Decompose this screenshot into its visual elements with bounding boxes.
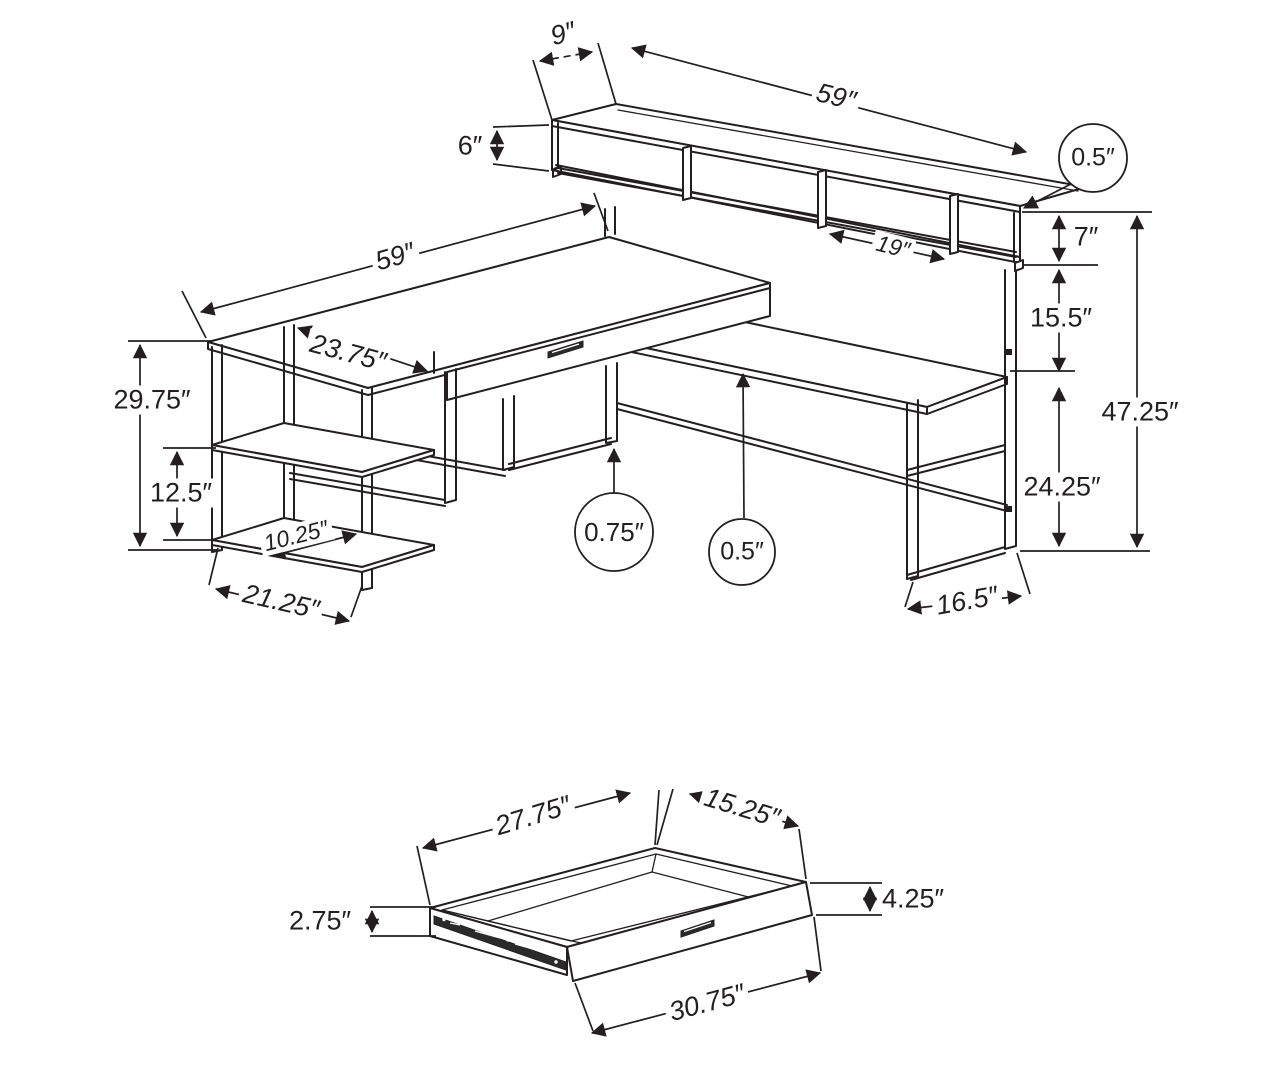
dim-drawer-front-height-label: 4.25″	[877, 884, 949, 914]
dim-frame-thickness-label: 0.75″	[584, 517, 644, 547]
drawer-view	[364, 788, 882, 1037]
dim-shelf-spacing-label: 12.5″	[145, 478, 217, 508]
dim-hutch-top-thickness-label: 0.5″	[1071, 143, 1115, 172]
dim-hutch-clearance-label: 15.5″	[1025, 303, 1097, 333]
drawer-box	[429, 847, 813, 982]
dim-hutch-upper-height-label: 6″	[453, 131, 487, 161]
dim-hutch-lower-height-label: 7″	[1069, 222, 1103, 252]
drawer-slide-rail	[433, 915, 567, 971]
dim-drawer-side-height-label: 2.75″	[284, 906, 356, 936]
callout-circles	[574, 123, 1128, 586]
dim-desk-height-label: 29.75″	[109, 385, 195, 415]
dim-return-height-label: 24.25″	[1019, 472, 1105, 502]
dim-total-height-label: 47.25″	[1097, 397, 1183, 427]
dim-top-thickness-label: 0.5″	[720, 537, 764, 566]
